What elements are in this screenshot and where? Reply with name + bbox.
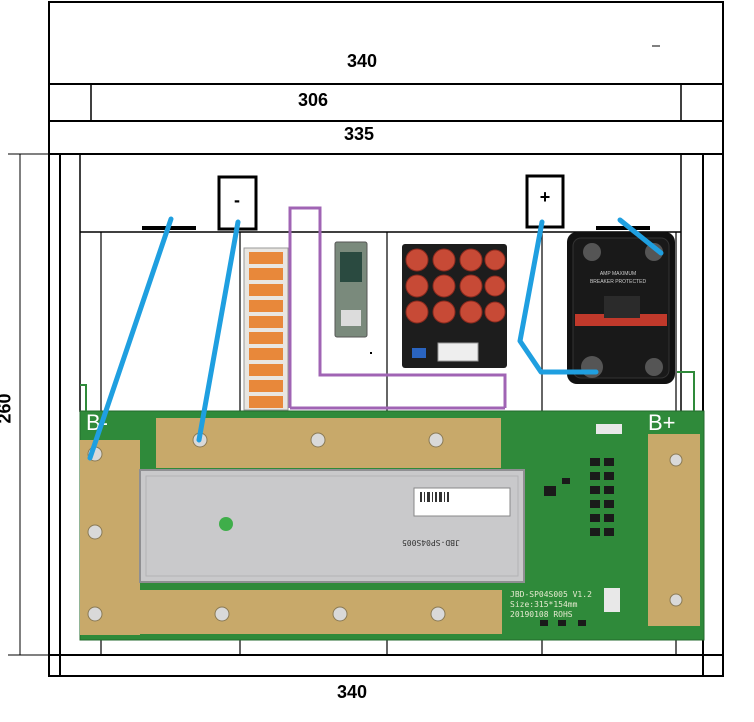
positive-terminal-box: [525, 174, 565, 229]
bms-header-right: [604, 588, 620, 612]
wire-positive-terminal: [517, 219, 599, 375]
green-lead-left: [80, 384, 87, 411]
wire-b-minus: [87, 216, 174, 461]
small-dot: [370, 352, 372, 354]
lid-bracket-left: [48, 83, 92, 122]
balance-connector-block: [243, 247, 289, 411]
bms-model-text: JBD-SP04S005 V1.2: [510, 590, 592, 599]
negative-terminal-label: -: [234, 190, 240, 210]
bms-b-plus-label: B+: [648, 410, 676, 435]
copper-pad-top: [156, 418, 501, 468]
bms-header-top: [596, 424, 622, 434]
breaker-text-1: AMP MAXIMUM: [600, 271, 636, 277]
lid-bracket-right: [680, 83, 724, 122]
dim-internal-width: 335: [344, 124, 375, 144]
active-balancer-board: [402, 244, 507, 368]
bms-size-text: Size:315*154mm: [510, 600, 578, 609]
wire-breaker-terminal: [617, 217, 664, 256]
dim-bottom-width: 340: [337, 682, 368, 702]
wire-negative-terminal: [196, 219, 241, 443]
dim-top-width: 340: [347, 51, 378, 71]
bluetooth-module: [334, 241, 368, 338]
circuit-breaker: AMP MAXIMUM BREAKER PROTECTED: [567, 232, 675, 384]
heatsink-green-dot: [219, 517, 233, 531]
balance-lead-outer: [288, 206, 507, 408]
dim-height: 260: [0, 393, 15, 424]
breaker-text-2: BREAKER PROTECTED: [590, 279, 647, 285]
bms-date-text: 20190108 ROHS: [510, 610, 573, 619]
positive-terminal-label: +: [539, 187, 551, 207]
green-lead: [677, 371, 695, 411]
dim-inner-width: 306: [298, 90, 329, 110]
enclosure-outline: [48, 1, 724, 677]
